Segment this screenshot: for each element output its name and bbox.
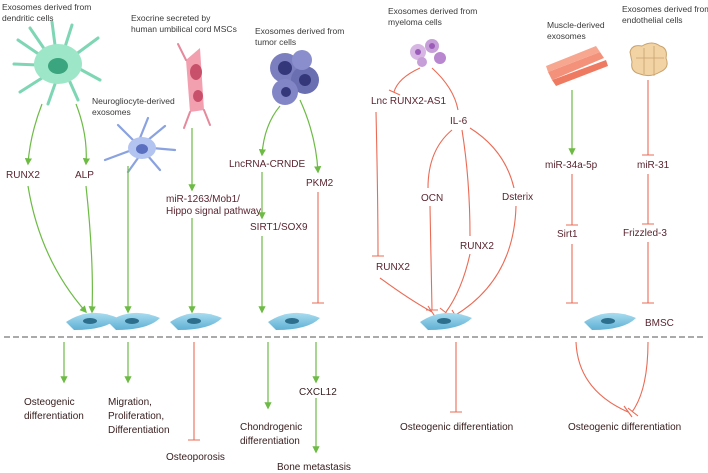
outcome-migration-line3: Differentiation bbox=[108, 425, 170, 436]
bmsc-cell-5 bbox=[420, 312, 472, 330]
outcome-osteogenic-right: Osteogenic differentiation bbox=[568, 422, 681, 433]
outcome-chondrogenic-line2: differentiation bbox=[240, 436, 300, 447]
source-neuroglia-line2: exosomes bbox=[92, 107, 131, 117]
endothelial-cells-icon bbox=[629, 42, 668, 77]
inhibit-ocn-bmsc bbox=[426, 205, 438, 311]
inhibit-lnc-runx2 bbox=[372, 111, 384, 257]
inhibit-dsterix-bmsc bbox=[451, 205, 517, 321]
inhibit-bmsc-osteogenic-right-b bbox=[627, 341, 649, 417]
source-myeloma-line1: Exosomes derived from bbox=[388, 6, 477, 16]
outcome-osteogenic-left-line1: Osteogenic bbox=[24, 397, 75, 408]
mediator-mir31: miR-31 bbox=[637, 160, 670, 171]
inhibit-bmsc-osteogenic-myeloma bbox=[450, 342, 462, 413]
inhibit-frizzled-bmsc bbox=[642, 242, 654, 304]
source-endothelial-line2: endothelial cells bbox=[622, 15, 682, 25]
arrow-il6-ocn bbox=[427, 129, 453, 189]
source-dendritic-line1: Exosomes derived from bbox=[2, 2, 91, 12]
inhibit-pkm2-bmsc bbox=[312, 192, 324, 304]
myeloma-exosomes-icon bbox=[410, 39, 446, 67]
inhibit-myeloma-lnc bbox=[388, 67, 421, 96]
bmsc-cell-1 bbox=[66, 312, 118, 330]
arrow-dendritic-runx2 bbox=[24, 103, 43, 166]
arrow-tumor-pkm2 bbox=[299, 99, 322, 174]
mediator-ocn: OCN bbox=[421, 193, 443, 204]
bmsc-label: BMSC bbox=[645, 318, 674, 329]
outcome-migration-line2: Proliferation, bbox=[108, 411, 164, 422]
mediator-sirt1: Sirt1 bbox=[557, 229, 578, 240]
arrow-runx2-bmsc bbox=[27, 185, 87, 314]
bmsc-cell-4 bbox=[268, 312, 320, 330]
source-myeloma-line2: myeloma cells bbox=[388, 17, 442, 27]
mediator-il6: IL-6 bbox=[450, 116, 468, 127]
bmsc-cell-6 bbox=[584, 312, 636, 330]
tumor-cells-icon bbox=[270, 50, 319, 105]
arrow-tumor-lncrna bbox=[258, 105, 281, 157]
mediator-runx2-left: RUNX2 bbox=[6, 170, 40, 181]
inhibit-runx2-bmsc bbox=[379, 277, 437, 319]
inhibit-sirt1-bmsc bbox=[566, 244, 578, 304]
mediator-dsterix: Dsterix bbox=[502, 192, 533, 203]
inhibit-runx2b-bmsc bbox=[439, 253, 471, 317]
mediator-lncrna-crnde: LncRNA-CRNDE bbox=[229, 159, 305, 170]
inhibit-bmsc-osteogenic-right-a bbox=[575, 341, 633, 418]
mediator-runx2-myeloma: RUNX2 bbox=[376, 262, 410, 273]
source-muscle-line1: Muscle-derived bbox=[547, 20, 605, 30]
source-dendritic-line2: dendritic cells bbox=[2, 13, 54, 23]
bmsc-cell-2 bbox=[108, 312, 160, 330]
source-umbilical-line1: Exocrine secreted by bbox=[131, 13, 211, 23]
mediator-pkm2: PKM2 bbox=[306, 178, 334, 189]
mediator-lnc-runx2-as1: Lnc RUNX2-AS1 bbox=[371, 96, 446, 107]
inhibit-mir31-frizzled bbox=[642, 174, 654, 225]
source-neuroglia-line1: Neurogliocyte-derived bbox=[92, 96, 175, 106]
outcome-osteogenic-myeloma: Osteogenic differentiation bbox=[400, 422, 513, 433]
outcome-bone-metastasis: Bone metastasis bbox=[277, 462, 351, 473]
inhibit-endothelial-mir31 bbox=[642, 80, 654, 156]
mediator-mir1263-line2: Hippo signal pathway bbox=[166, 206, 261, 217]
dendritic-cell-icon bbox=[12, 20, 102, 106]
neurogliocyte-icon bbox=[103, 116, 177, 174]
source-endothelial-line1: Exosomes derived from bbox=[622, 4, 708, 14]
inhibit-bmsc-osteoporosis bbox=[188, 342, 200, 441]
source-tumor-line1: Exosomes derived from bbox=[255, 26, 344, 36]
mediator-runx2-il6: RUNX2 bbox=[460, 241, 494, 252]
bmsc-cell-3 bbox=[170, 312, 222, 330]
outcome-cxcl12: CXCL12 bbox=[299, 387, 337, 398]
arrow-il6-runx2 bbox=[461, 129, 471, 237]
outcome-osteoporosis: Osteoporosis bbox=[166, 452, 225, 463]
mediator-mir34a: miR-34a-5p bbox=[545, 160, 598, 171]
arrow-myeloma-il6 bbox=[431, 67, 459, 111]
source-umbilical-line2: human umbilical cord MSCs bbox=[131, 24, 237, 34]
source-tumor-line2: tumor cells bbox=[255, 37, 296, 47]
umbilical-msc-icon bbox=[177, 43, 211, 129]
arrow-il6-dsterix bbox=[469, 127, 515, 189]
source-muscle-line2: exosomes bbox=[547, 31, 586, 41]
muscle-icon bbox=[546, 46, 608, 86]
mediator-mir1263-line1: miR-1263/Mob1/ bbox=[166, 194, 240, 205]
outcome-chondrogenic-line1: Chondrogenic bbox=[240, 422, 302, 433]
mediator-frizzled3: Frizzled-3 bbox=[623, 228, 667, 239]
arrow-dendritic-alp bbox=[75, 103, 90, 166]
outcome-migration-line1: Migration, bbox=[108, 397, 152, 408]
outcome-osteogenic-left-line2: differentiation bbox=[24, 411, 84, 422]
mediator-sirt1-sox9: SIRT1/SOX9 bbox=[250, 222, 308, 233]
inhibit-mir34a-sirt1 bbox=[566, 174, 578, 226]
arrow-alp-bmsc bbox=[85, 185, 96, 314]
mediator-alp: ALP bbox=[75, 170, 94, 181]
